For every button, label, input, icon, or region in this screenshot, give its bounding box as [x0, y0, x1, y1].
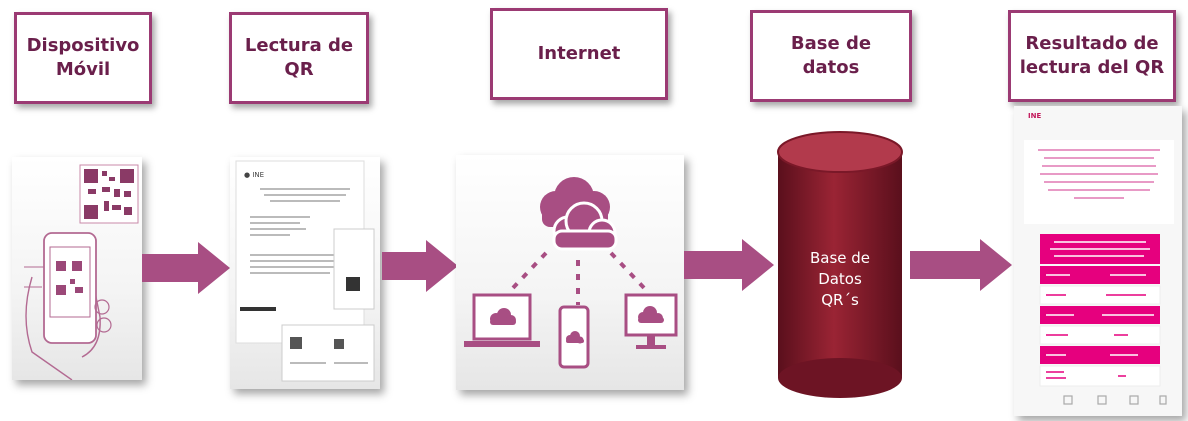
flow-arrow-3 — [684, 239, 774, 291]
internet-panel — [456, 155, 684, 390]
result-screen-illustration — [1014, 106, 1182, 416]
qr-result-screen: INE — [1014, 106, 1182, 416]
stage-label-internet: Internet — [490, 8, 668, 100]
stage-label-database-text: Base de datos — [790, 33, 872, 78]
stage-label-mobile-device: Dispositivo Móvil — [14, 12, 152, 104]
flow-arrow-2 — [382, 240, 458, 292]
phone-scanning-illustration — [24, 164, 139, 380]
qr-document-illustration: ● INE — [235, 160, 375, 382]
svg-text:● INE: ● INE — [244, 171, 264, 179]
stage-label-qr-reading-text: Lectura de QR — [244, 35, 354, 80]
cloud-network-illustration — [464, 177, 678, 369]
stage-label-mobile-device-text: Dispositivo Móvil — [26, 35, 140, 80]
stage-label-qr-result-text: Resultado de lectura del QR — [1019, 33, 1165, 78]
stage-label-qr-reading: Lectura de QR — [229, 12, 369, 104]
stage-label-internet-text: Internet — [537, 43, 621, 64]
database-label: Base de Datos QR´s — [809, 249, 871, 309]
stage-label-qr-result: Resultado de lectura del QR — [1008, 10, 1176, 102]
database-cylinder — [777, 131, 903, 398]
result-screen-header: INE — [1028, 112, 1042, 120]
stage-label-database: Base de datos — [750, 10, 912, 102]
mobile-device-panel — [12, 157, 142, 380]
qr-reading-panel: ● INE — [230, 157, 380, 389]
flow-arrow-4 — [910, 239, 1012, 291]
flow-arrow-1 — [142, 242, 230, 294]
